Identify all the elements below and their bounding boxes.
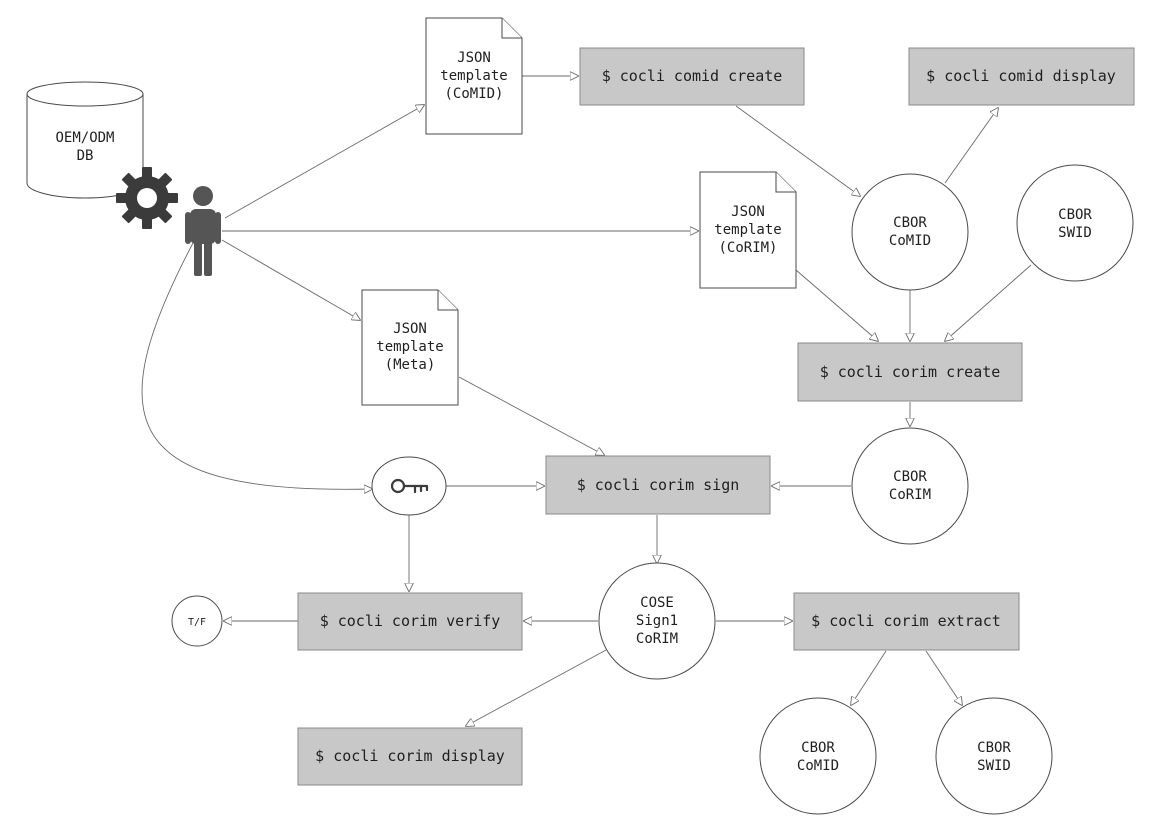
json-template-meta[interactable]: JSON template (Meta) — [361, 289, 459, 406]
edge-user-to-comid-template — [224, 105, 424, 219]
cmd-corim-sign-label: $ cocli corim sign — [577, 476, 740, 494]
cmd-corim-verify-label: $ cocli corim verify — [320, 612, 501, 630]
corim-template-line-3: (CoRIM) — [718, 240, 777, 256]
cbor-comid-line-2: CoMID — [889, 233, 931, 249]
edge-comid-create-to-cbor-comid — [735, 105, 860, 196]
cbor-swid-line-1: CBOR — [1058, 207, 1092, 223]
node-cbor-swid[interactable]: CBOR SWID — [1016, 164, 1134, 282]
cose-line-3: CoRIM — [636, 631, 678, 647]
node-out-cbor-swid[interactable]: CBOR SWID — [935, 697, 1053, 815]
edge-meta-template-to-corim-sign — [458, 376, 604, 455]
cmd-corim-create[interactable]: $ cocli corim create — [797, 342, 1023, 402]
edge-extract-to-cbor-swid — [925, 650, 962, 705]
cmd-comid-create[interactable]: $ cocli comid create — [579, 47, 805, 106]
cbor-corim-line-2: CoRIM — [889, 487, 931, 503]
node-cbor-corim[interactable]: CBOR CoRIM — [851, 427, 969, 545]
edge-corim-template-to-corim-create — [795, 269, 878, 341]
person-icon — [185, 186, 221, 276]
node-out-cbor-comid[interactable]: CBOR CoMID — [759, 697, 877, 815]
cmd-comid-display[interactable]: $ cocli comid display — [908, 47, 1135, 106]
edges — [141, 76, 1032, 726]
comid-template-line-2: template — [440, 68, 507, 84]
node-true-false[interactable]: T/F — [171, 595, 223, 647]
cmd-corim-sign[interactable]: $ cocli corim sign — [545, 455, 771, 515]
node-cose-sign1-corim[interactable]: COSE Sign1 CoRIM — [598, 562, 716, 680]
db-label-line-1: OEM/ODM — [55, 130, 114, 146]
out-cbor-swid-line-1: CBOR — [977, 740, 1011, 756]
cbor-comid-line-1: CBOR — [893, 215, 927, 231]
cmd-corim-extract[interactable]: $ cocli corim extract — [793, 592, 1020, 651]
cmd-comid-display-label: $ cocli comid display — [926, 67, 1116, 85]
edge-extract-to-cbor-comid — [851, 650, 887, 705]
cmd-corim-display-label: $ cocli corim display — [315, 747, 505, 765]
corim-template-line-2: template — [714, 222, 781, 238]
cbor-corim-line-1: CBOR — [893, 469, 927, 485]
edge-cbor-comid-to-comid-display — [944, 108, 998, 184]
edge-user-to-meta-template — [221, 239, 360, 320]
key-icon — [390, 478, 429, 494]
meta-template-line-2: template — [376, 339, 443, 355]
out-cbor-comid-line-2: CoMID — [797, 758, 839, 774]
comid-template-line-3: (CoMID) — [444, 86, 503, 102]
tf-label: T/F — [188, 617, 206, 628]
meta-template-line-3: (Meta) — [385, 357, 436, 373]
comid-template-line-1: JSON — [457, 50, 491, 66]
cose-line-1: COSE — [640, 595, 674, 611]
cbor-swid-line-2: SWID — [1058, 225, 1092, 241]
edge-user-to-key — [141, 242, 372, 489]
edge-cbor-swid-to-corim-create — [945, 264, 1032, 341]
edge-cose-to-corim-display — [466, 649, 607, 726]
gear-icon — [116, 167, 178, 229]
out-cbor-comid-line-1: CBOR — [801, 740, 835, 756]
node-cbor-comid[interactable]: CBOR CoMID — [851, 173, 969, 291]
cmd-corim-extract-label: $ cocli corim extract — [811, 612, 1001, 630]
cmd-corim-verify[interactable]: $ cocli corim verify — [297, 592, 523, 651]
meta-template-line-1: JSON — [393, 321, 427, 337]
node-key[interactable] — [371, 456, 447, 516]
cose-line-2: Sign1 — [636, 613, 678, 629]
json-template-comid[interactable]: JSON template (CoMID) — [425, 17, 523, 135]
db-label-line-2: DB — [77, 148, 94, 164]
cmd-corim-display[interactable]: $ cocli corim display — [297, 727, 523, 786]
corim-template-line-1: JSON — [731, 204, 765, 220]
out-cbor-swid-line-2: SWID — [977, 758, 1011, 774]
json-template-corim[interactable]: JSON template (CoRIM) — [699, 171, 797, 289]
cmd-corim-create-label: $ cocli corim create — [820, 363, 1001, 381]
cmd-comid-create-label: $ cocli comid create — [602, 67, 783, 85]
